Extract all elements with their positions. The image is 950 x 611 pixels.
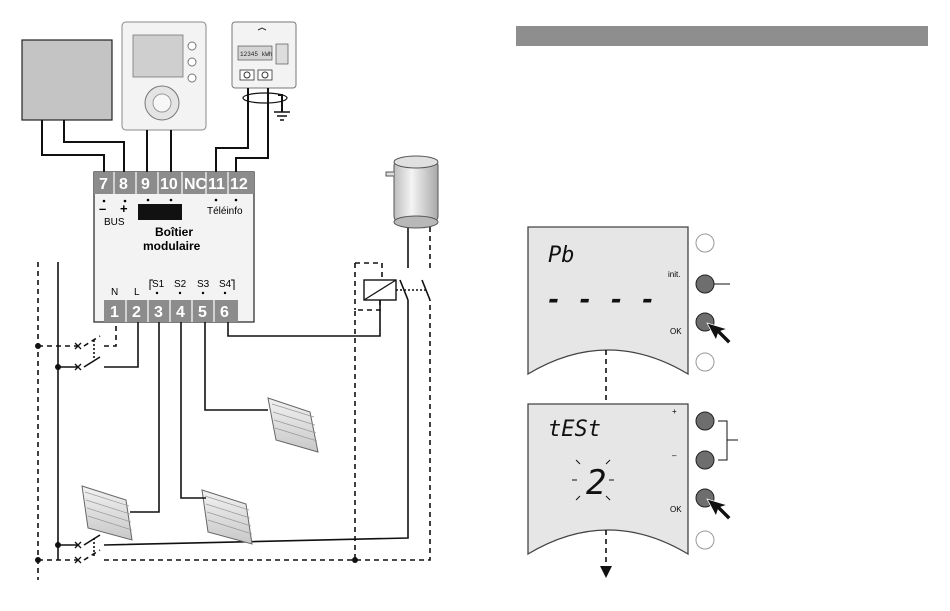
panel2-plus-label: + <box>672 407 677 416</box>
thermostat <box>122 22 206 130</box>
panel1-init-label: init. <box>668 270 680 279</box>
panel2-bottom-button[interactable] <box>696 531 714 549</box>
upper-breaker <box>38 322 138 370</box>
display-panel-2: tESt 2 + – OK <box>528 404 738 554</box>
electric-meter: 12345 kWh <box>232 22 296 88</box>
cursor-arrow-icon-2 <box>707 499 731 520</box>
display-panel-1: Pb - - - - init. OK <box>528 227 731 374</box>
terminal-5: 5 <box>198 304 207 321</box>
module-title-2: modulaire <box>143 239 201 253</box>
panel1-line2: - - - - <box>546 285 656 315</box>
label-s3: S3 <box>197 279 210 290</box>
terminal-12: 12 <box>230 176 248 193</box>
radiator-s3 <box>268 398 318 452</box>
panel2-plus-button[interactable] <box>696 412 714 430</box>
panel2-minus-button[interactable] <box>696 451 714 469</box>
panel1-bottom-button[interactable] <box>696 353 714 371</box>
bottom-terminal-strip: 1 2 3 4 5 6 <box>104 300 238 322</box>
radiator-s1 <box>82 486 132 540</box>
cursor-arrow-icon <box>707 323 731 344</box>
section-header-bar <box>516 26 928 46</box>
meter-display: 12345 kWh <box>240 51 273 58</box>
terminal-8: 8 <box>119 176 128 193</box>
panel2-line2: 2 <box>586 463 606 503</box>
down-arrow-icon <box>600 566 612 578</box>
bus-plus: + <box>120 201 128 216</box>
panel2-ok-label: OK <box>670 505 682 514</box>
module-title-1: Boîtier <box>155 225 193 239</box>
panel1-top-button[interactable] <box>696 234 714 252</box>
panel2-minus-label: – <box>672 451 677 460</box>
radiator-s2 <box>202 490 252 544</box>
panel2-line1: tESt <box>548 417 601 442</box>
top-terminal-strip: 7 8 9 10 NC 11 12 <box>94 172 254 194</box>
terminal-1: 1 <box>110 304 119 321</box>
panel1-ok-label: OK <box>670 327 682 336</box>
bus-minus: – <box>99 201 106 216</box>
terminal-4: 4 <box>176 304 185 321</box>
terminal-nc: NC <box>184 176 208 193</box>
label-n: N <box>111 287 118 298</box>
terminal-9: 9 <box>141 176 150 193</box>
terminal-7: 7 <box>99 176 108 193</box>
external-device-box <box>22 40 112 120</box>
panel1-line1: Pb <box>548 243 575 268</box>
teleinfo-label: Téléinfo <box>207 206 243 217</box>
bus-label: BUS <box>104 217 125 228</box>
terminal-10: 10 <box>160 176 178 193</box>
contactor <box>228 222 430 563</box>
terminal-3: 3 <box>154 304 163 321</box>
label-s4: S4 <box>219 279 232 290</box>
label-s1: S1 <box>152 279 165 290</box>
modular-box: 7 8 9 10 NC 11 12 – + BUS Téléinfo Boîti… <box>94 172 254 322</box>
water-heater <box>386 156 438 228</box>
panel1-init-button[interactable] <box>696 275 714 293</box>
terminal-11: 11 <box>208 176 225 193</box>
terminal-6: 6 <box>220 304 229 321</box>
label-l: L <box>134 287 140 298</box>
terminal-2: 2 <box>132 304 141 321</box>
label-s2: S2 <box>174 279 187 290</box>
module-display <box>138 204 182 220</box>
